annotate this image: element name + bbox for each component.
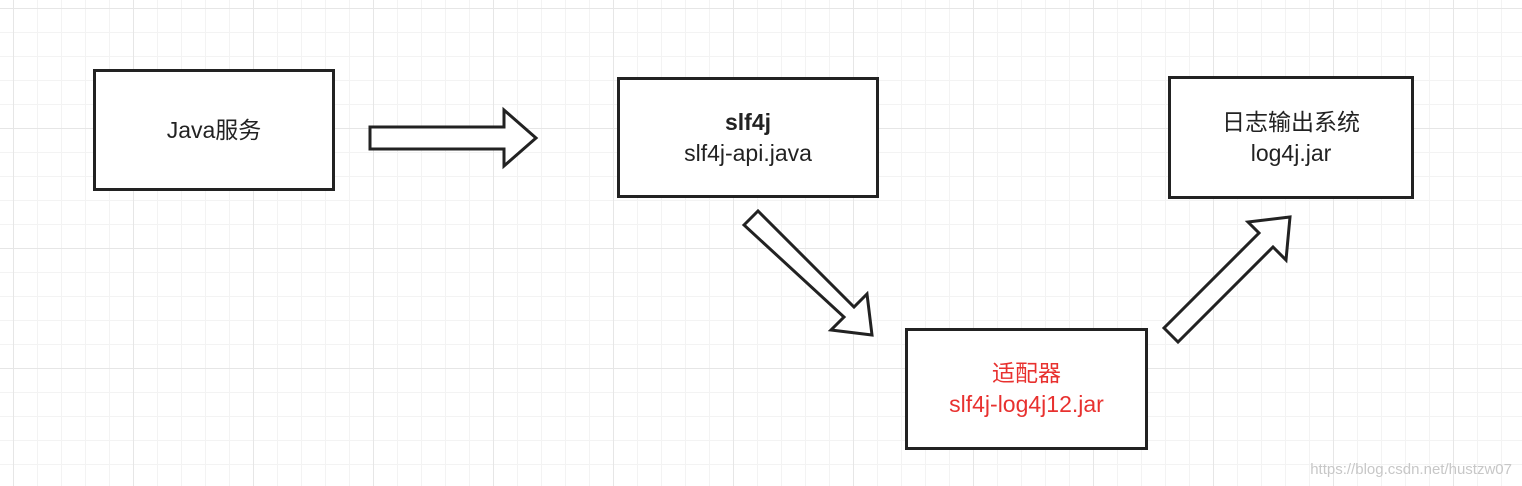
arrow-slf4j-to-adapter: [741, 208, 874, 337]
watermark-text: https://blog.csdn.net/hustzw07: [1310, 461, 1512, 478]
arrow-java-to-slf4j: [368, 106, 539, 170]
log-output-box: 日志输出系统 log4j.jar: [1168, 76, 1414, 199]
adapter-title: 适配器: [992, 360, 1061, 386]
slf4j-box: slf4j slf4j-api.java: [617, 77, 879, 198]
slf4j-subtitle: slf4j-api.java: [684, 139, 812, 166]
log-output-subtitle: log4j.jar: [1250, 139, 1332, 166]
log-output-title: 日志输出系统: [1222, 108, 1360, 135]
adapter-box: 适配器 slf4j-log4j12.jar: [905, 328, 1148, 450]
arrow-adapter-to-log: [1161, 215, 1292, 345]
slf4j-title: slf4j: [724, 108, 772, 135]
java-service-label: Java服务: [166, 116, 262, 143]
adapter-subtitle: slf4j-log4j12.jar: [949, 391, 1104, 417]
java-service-box: Java服务: [93, 69, 335, 191]
